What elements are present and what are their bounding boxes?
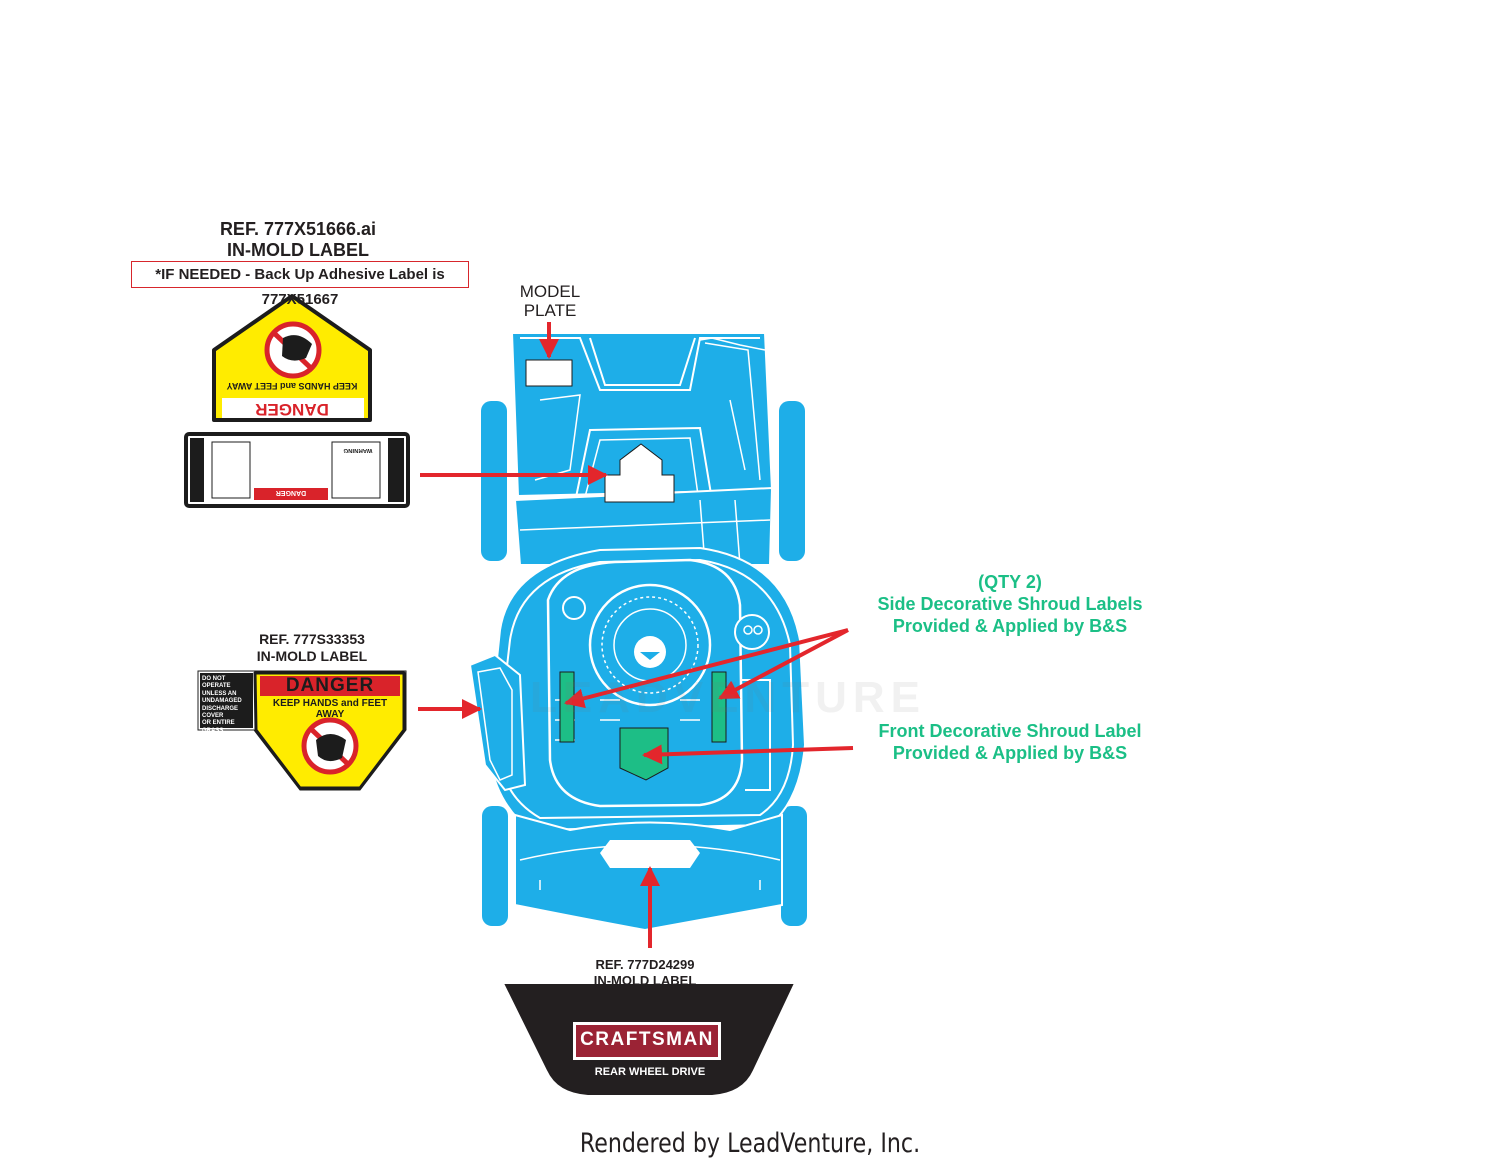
- ref-left: REF. 777S33353 IN-MOLD LABEL: [212, 631, 412, 665]
- left-danger-subtitle: KEEP HANDS and FEET AWAY: [258, 698, 402, 720]
- top-warning-tag: WARNING: [338, 447, 378, 453]
- front-badge-placement: [600, 840, 700, 868]
- model-plate-line2: PLATE: [504, 301, 596, 320]
- model-plate-line1: MODEL: [504, 282, 596, 301]
- backup-label-note: *IF NEEDED - Back Up Adhesive Label is 7…: [131, 261, 469, 288]
- side-labels-callout: (QTY 2) Side Decorative Shroud Labels Pr…: [830, 571, 1190, 637]
- grass-catcher: [512, 333, 772, 565]
- top-danger-title: DANGER: [214, 401, 370, 417]
- model-plate-label: MODEL PLATE: [504, 282, 596, 320]
- footer-credit: Rendered by LeadVenture, Inc.: [135, 1128, 1365, 1159]
- rear-right-wheel: [779, 401, 805, 561]
- ref-top-number: REF. 777X51666.ai: [170, 219, 426, 240]
- side-labels-line2: Provided & Applied by B&S: [830, 615, 1190, 637]
- side-labels-qty: (QTY 2): [830, 571, 1190, 593]
- front-label-callout: Front Decorative Shroud Label Provided &…: [830, 720, 1190, 764]
- ref-bottom: REF. 777D24299 IN-MOLD LABEL: [550, 957, 740, 989]
- front-label-line2: Provided & Applied by B&S: [830, 742, 1190, 764]
- watermark: LEADVENTURE: [530, 673, 1010, 723]
- model-plate: [526, 360, 572, 386]
- ref-bottom-type: IN-MOLD LABEL: [550, 973, 740, 989]
- top-danger-subtitle: KEEP HANDS and FEET AWAY: [214, 381, 370, 391]
- rear-left-wheel: [481, 401, 507, 561]
- mower-illustration: [470, 333, 807, 930]
- front-left-wheel: [482, 806, 508, 926]
- top-danger-small-tag: DANGER: [254, 489, 328, 496]
- brand-sub: REAR WHEEL DRIVE: [560, 1066, 740, 1078]
- brand-name: CRAFTSMAN: [576, 1029, 718, 1051]
- ref-left-type: IN-MOLD LABEL: [212, 648, 412, 665]
- left-danger-title: DANGER: [260, 675, 400, 696]
- front-label-line1: Front Decorative Shroud Label: [830, 720, 1190, 742]
- ref-top-type: IN-MOLD LABEL: [170, 240, 426, 261]
- ref-left-number: REF. 777S33353: [212, 631, 412, 648]
- front-right-wheel: [781, 806, 807, 926]
- ref-top: REF. 777X51666.ai IN-MOLD LABEL: [170, 219, 426, 261]
- left-danger-side-text: DO NOT OPERATE UNLESS AN UNDAMAGED DISCH…: [202, 676, 252, 750]
- side-labels-line1: Side Decorative Shroud Labels: [830, 593, 1190, 615]
- ref-bottom-number: REF. 777D24299: [550, 957, 740, 973]
